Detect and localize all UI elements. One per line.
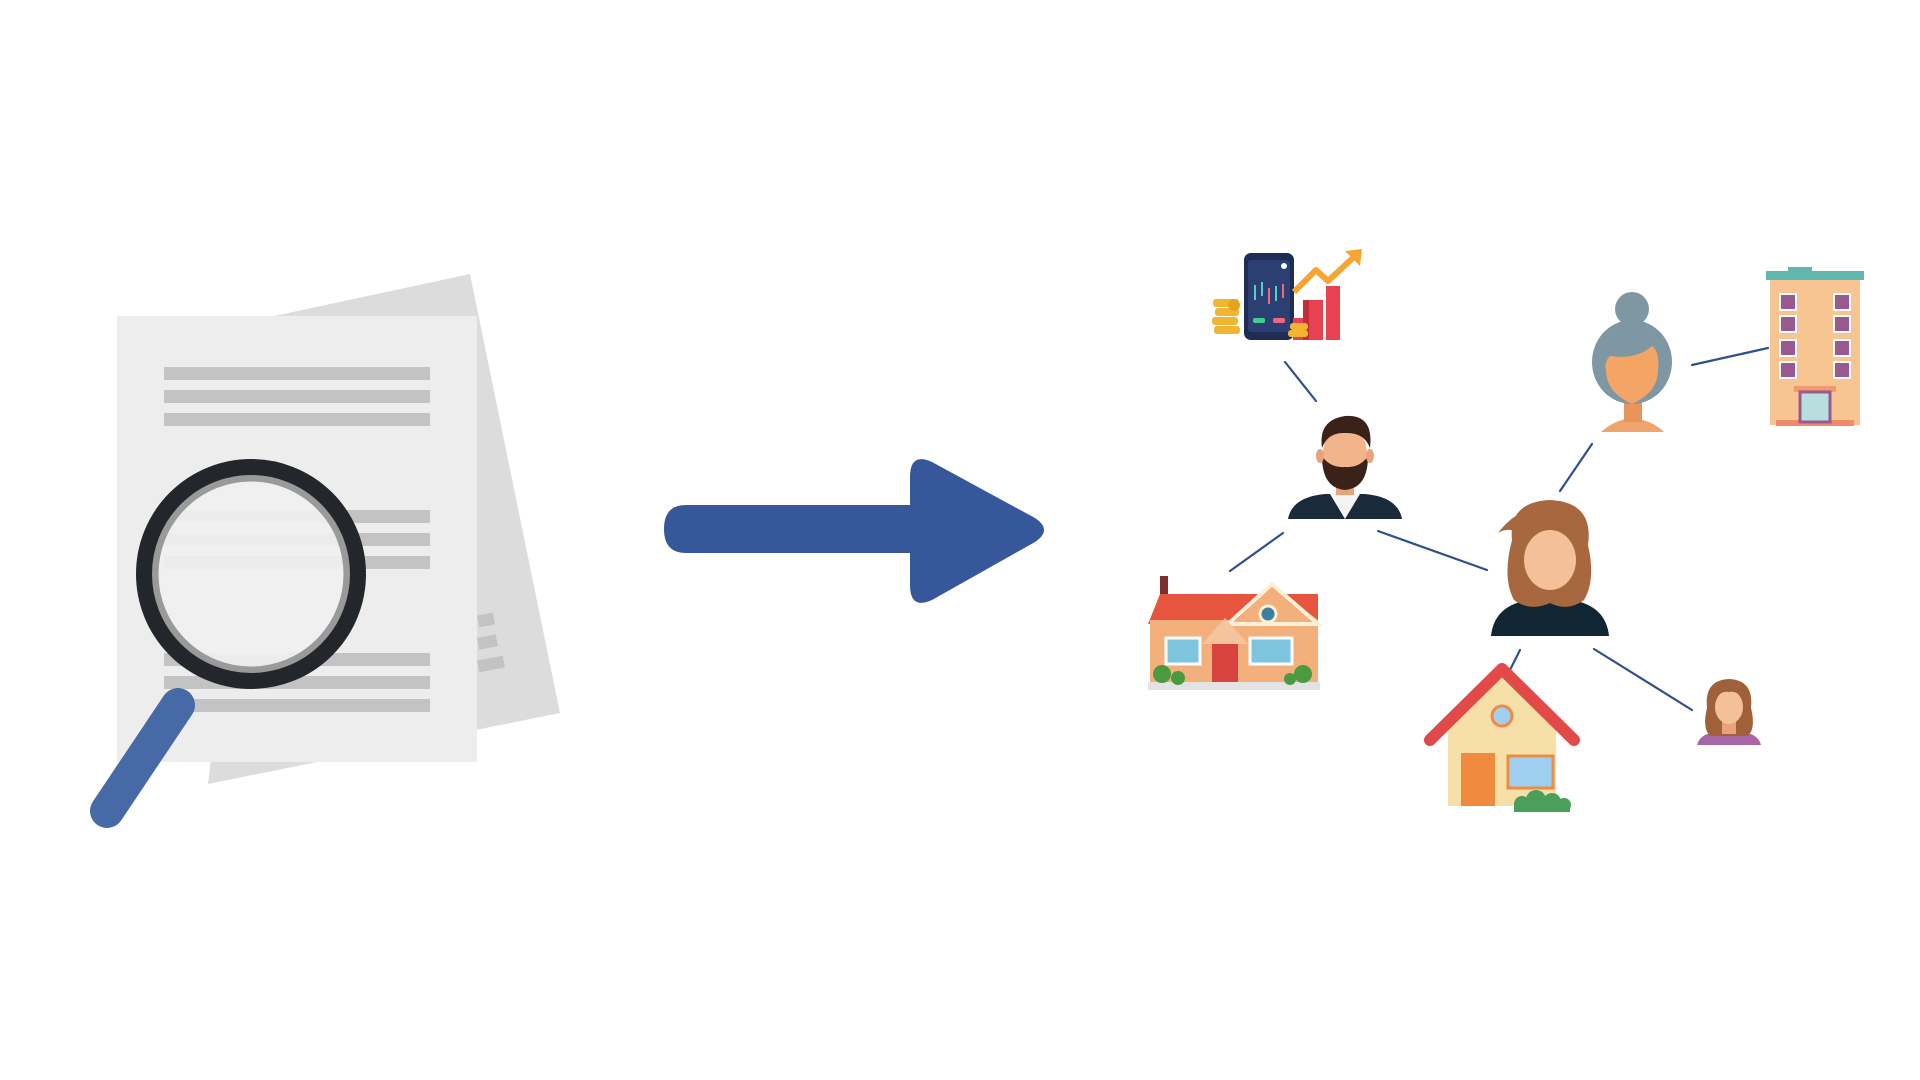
- apartment-building-icon: [1766, 267, 1864, 426]
- man-avatar-icon: [1288, 415, 1402, 519]
- text-line: [164, 367, 430, 380]
- small-house-icon: [1424, 663, 1580, 812]
- document-search-icon: [90, 274, 560, 828]
- connector-elder-building: [1690, 346, 1770, 367]
- network-connectors: [1228, 346, 1770, 712]
- right-arrow-icon: [664, 459, 1044, 603]
- text-line: [164, 413, 430, 426]
- magnifier-handle: [90, 688, 195, 828]
- girl-avatar-icon: [1697, 679, 1761, 745]
- connector-man-woman: [1376, 529, 1489, 572]
- magnifier-rim: [136, 459, 366, 689]
- text-line: [164, 390, 430, 403]
- suburban-house-icon: [1148, 576, 1324, 690]
- connector-man-house: [1228, 531, 1285, 573]
- magnifier-lens: [155, 478, 347, 670]
- elderly-woman-avatar-icon: [1592, 292, 1672, 432]
- back-sheet-text-lines: [477, 612, 505, 673]
- woman-avatar-icon: [1491, 500, 1609, 636]
- connector-woman-elder: [1558, 442, 1594, 493]
- text-line: [164, 699, 430, 712]
- magnifier-inner-ring: [151, 474, 351, 674]
- connector-woman-girl: [1592, 647, 1694, 712]
- connector-chart-man: [1283, 360, 1318, 403]
- magnifier-icon: [90, 459, 366, 828]
- investment-chart-icon: [1212, 249, 1362, 340]
